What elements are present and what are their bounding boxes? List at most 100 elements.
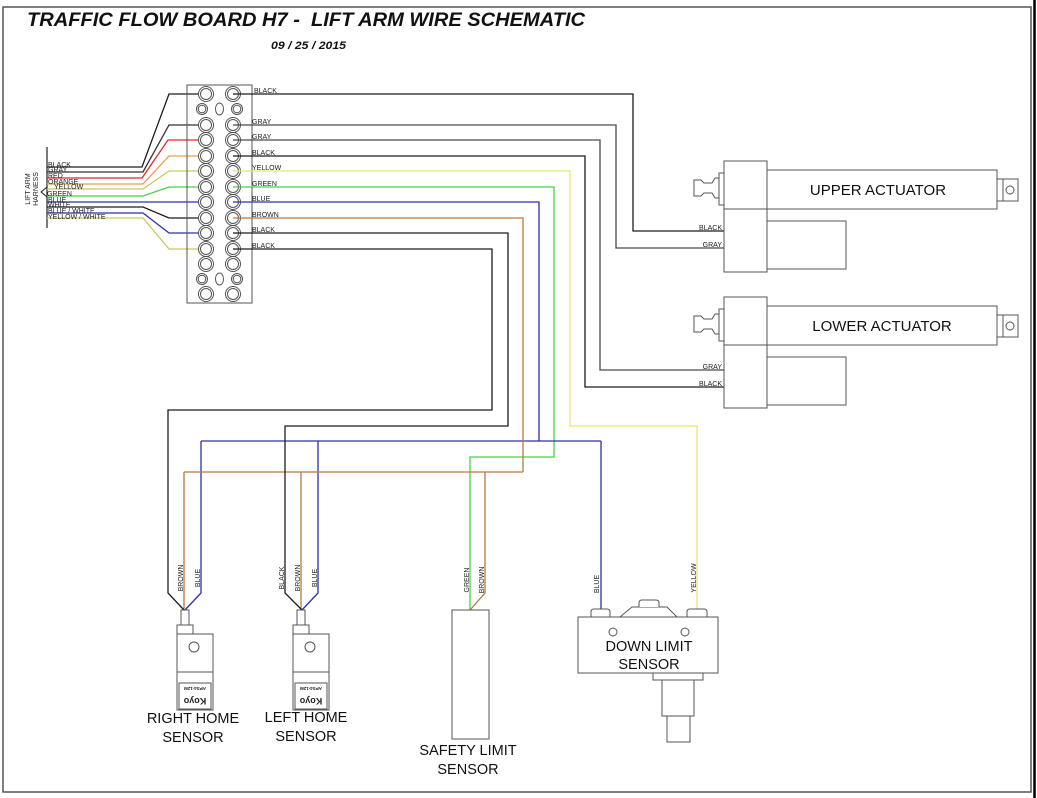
terminal-wire-label: YELLOW xyxy=(252,165,282,172)
actuator-motor xyxy=(766,356,847,406)
schematic-date: 09 / 25 / 2015 xyxy=(271,40,347,52)
down-limit-sensor: BLUE YELLOW DOWN LIMIT SENSOR xyxy=(577,563,719,743)
wire-blue-trunk xyxy=(233,201,540,441)
lift-arm-harness: LIFT ARM HARNESS BLACK GRAY RED ORANGE Y… xyxy=(25,93,206,250)
switch-terminal-right xyxy=(686,608,708,617)
terminal-mount-hole-inner xyxy=(197,104,207,114)
terminal-screw-inner xyxy=(227,258,239,270)
harness-label-line1: LIFT ARM xyxy=(25,173,32,205)
lower-actuator: LOWER ACTUATOR GRAY BLACK xyxy=(693,296,1019,409)
terminal-screw-inner xyxy=(200,150,212,162)
wire-blue-left-home xyxy=(301,441,319,611)
harness-wire-label: BLACK xyxy=(48,162,71,169)
actuator-housing xyxy=(723,160,768,273)
switch-plunger-housing xyxy=(619,606,678,618)
terminal-wire-label: GRAY xyxy=(252,134,272,141)
terminal-screw-inner xyxy=(200,258,212,270)
sensor-model: APS4-12M xyxy=(300,686,322,691)
down-limit-sensor-label: DOWN LIMIT xyxy=(606,639,693,655)
page-title: TRAFFIC FLOW BOARD H7 - LIFT ARM WIRE SC… xyxy=(27,10,585,31)
actuator-fitting-collar xyxy=(718,308,725,342)
right-home-sensor-label: SENSOR xyxy=(162,730,223,746)
actuator-wire-label: BLACK xyxy=(699,381,722,388)
left-home-sensor-label: LEFT HOME xyxy=(265,710,348,726)
sensor-wire-label: BLUE xyxy=(312,569,319,588)
down-limit-sensor-label: SENSOR xyxy=(618,657,679,673)
safety-sensor-body xyxy=(451,609,490,740)
right-home-sensor-label: RIGHT HOME xyxy=(147,711,240,727)
actuator-housing xyxy=(723,296,768,409)
switch-base-plate xyxy=(652,672,704,681)
wire-yellow-down-limit xyxy=(233,170,698,610)
terminal-mount-hole-inner xyxy=(197,274,207,284)
wire-brown-trunk xyxy=(233,217,524,472)
terminal-screw-inner xyxy=(200,243,212,255)
terminal-screws xyxy=(196,86,243,302)
wire-black-upper-actuator xyxy=(233,93,724,232)
terminal-wire-label: BLUE xyxy=(252,196,271,203)
upper-actuator: UPPER ACTUATOR BLACK GRAY xyxy=(693,160,1019,273)
switch-mount-hole xyxy=(680,627,690,637)
lower-actuator-label: LOWER ACTUATOR xyxy=(812,318,952,335)
harness-wire-label: RED xyxy=(48,173,63,180)
sensor-led xyxy=(188,641,200,653)
actuator-wire-label: GRAY xyxy=(703,364,723,371)
safety-limit-sensor-label: SAFETY LIMIT xyxy=(419,743,516,759)
actuator-fitting xyxy=(693,313,720,335)
harness-wire-label: YELLOW xyxy=(54,184,84,191)
terminal-mount-hole-inner xyxy=(232,274,242,284)
wire-blue-right-home xyxy=(184,441,202,611)
terminal-screw-inner xyxy=(200,181,212,193)
terminal-wire-label: GREEN xyxy=(252,181,277,188)
harness-wire-label: GREEN xyxy=(47,191,72,198)
harness-arrow-icon xyxy=(40,186,48,198)
switch-shaft-tip xyxy=(666,715,691,743)
terminal-block-body xyxy=(186,84,253,304)
terminal-screw-inner xyxy=(227,288,239,300)
terminal-screw-inner xyxy=(200,134,212,146)
terminal-block xyxy=(186,84,253,304)
harness-wire-label: YELLOW / WHITE xyxy=(48,214,106,221)
sensor-wire-label: BROWN xyxy=(295,565,302,592)
sensor-wire-label: YELLOW xyxy=(691,563,698,593)
terminal-wire-label: BLACK xyxy=(254,88,277,95)
actuator-tube xyxy=(766,169,998,210)
sensor-wire-label: BLUE xyxy=(594,575,601,594)
switch-terminal-left xyxy=(590,608,611,617)
left-home-sensor: BLACK BROWN BLUE Koyo APS4-12M LEFT HOME… xyxy=(265,565,348,745)
page-border xyxy=(2,6,1032,793)
wire-brown-bus xyxy=(183,217,524,611)
terminal-screw-inner xyxy=(200,119,212,131)
wire-black-left-home xyxy=(233,232,509,611)
sensor-wire-label: BLUE xyxy=(195,569,202,588)
terminal-screw-inner xyxy=(200,88,212,100)
sensor-wire-label: BROWN xyxy=(479,567,486,594)
terminal-screw-inner xyxy=(200,212,212,224)
actuator-rod-end xyxy=(996,178,1004,202)
sensor-wire-label: GREEN xyxy=(464,568,471,593)
sensor-wire-label: BROWN xyxy=(178,565,185,592)
terminal-wire-label: BLACK xyxy=(252,243,275,250)
right-home-sensor: BROWN BLUE Koyo APS4-12M RIGHT HOME SENS… xyxy=(147,565,240,746)
sensor-cap xyxy=(292,624,310,635)
harness-wire-label: BLUE xyxy=(48,197,67,204)
safety-limit-sensor: GREEN BROWN SAFETY LIMIT SENSOR xyxy=(419,567,516,778)
wire-black-lower-actuator xyxy=(233,155,724,388)
sensor-cable-stem xyxy=(296,609,306,626)
terminal-screw-inner xyxy=(200,227,212,239)
sensor-cap xyxy=(176,624,194,635)
harness-label-line2: HARNESS xyxy=(33,172,40,206)
harness-wire-label: WHITE xyxy=(48,202,71,209)
terminal-slot xyxy=(215,272,224,286)
switch-shaft xyxy=(661,679,695,717)
terminal-screw-inner xyxy=(200,165,212,177)
actuator-pin-hole xyxy=(1005,321,1015,331)
left-home-sensor-label: SENSOR xyxy=(275,729,336,745)
actuator-tube xyxy=(766,305,998,346)
terminal-wire-label: BLACK xyxy=(252,150,275,157)
wire-black-right-home xyxy=(167,248,493,611)
wire-brown-safety-limit xyxy=(469,472,486,611)
harness-wire-label: ORANGE xyxy=(48,179,79,186)
sensor-nameplate xyxy=(178,682,212,710)
harness-wire-label: BLUE / WHITE xyxy=(48,208,95,215)
